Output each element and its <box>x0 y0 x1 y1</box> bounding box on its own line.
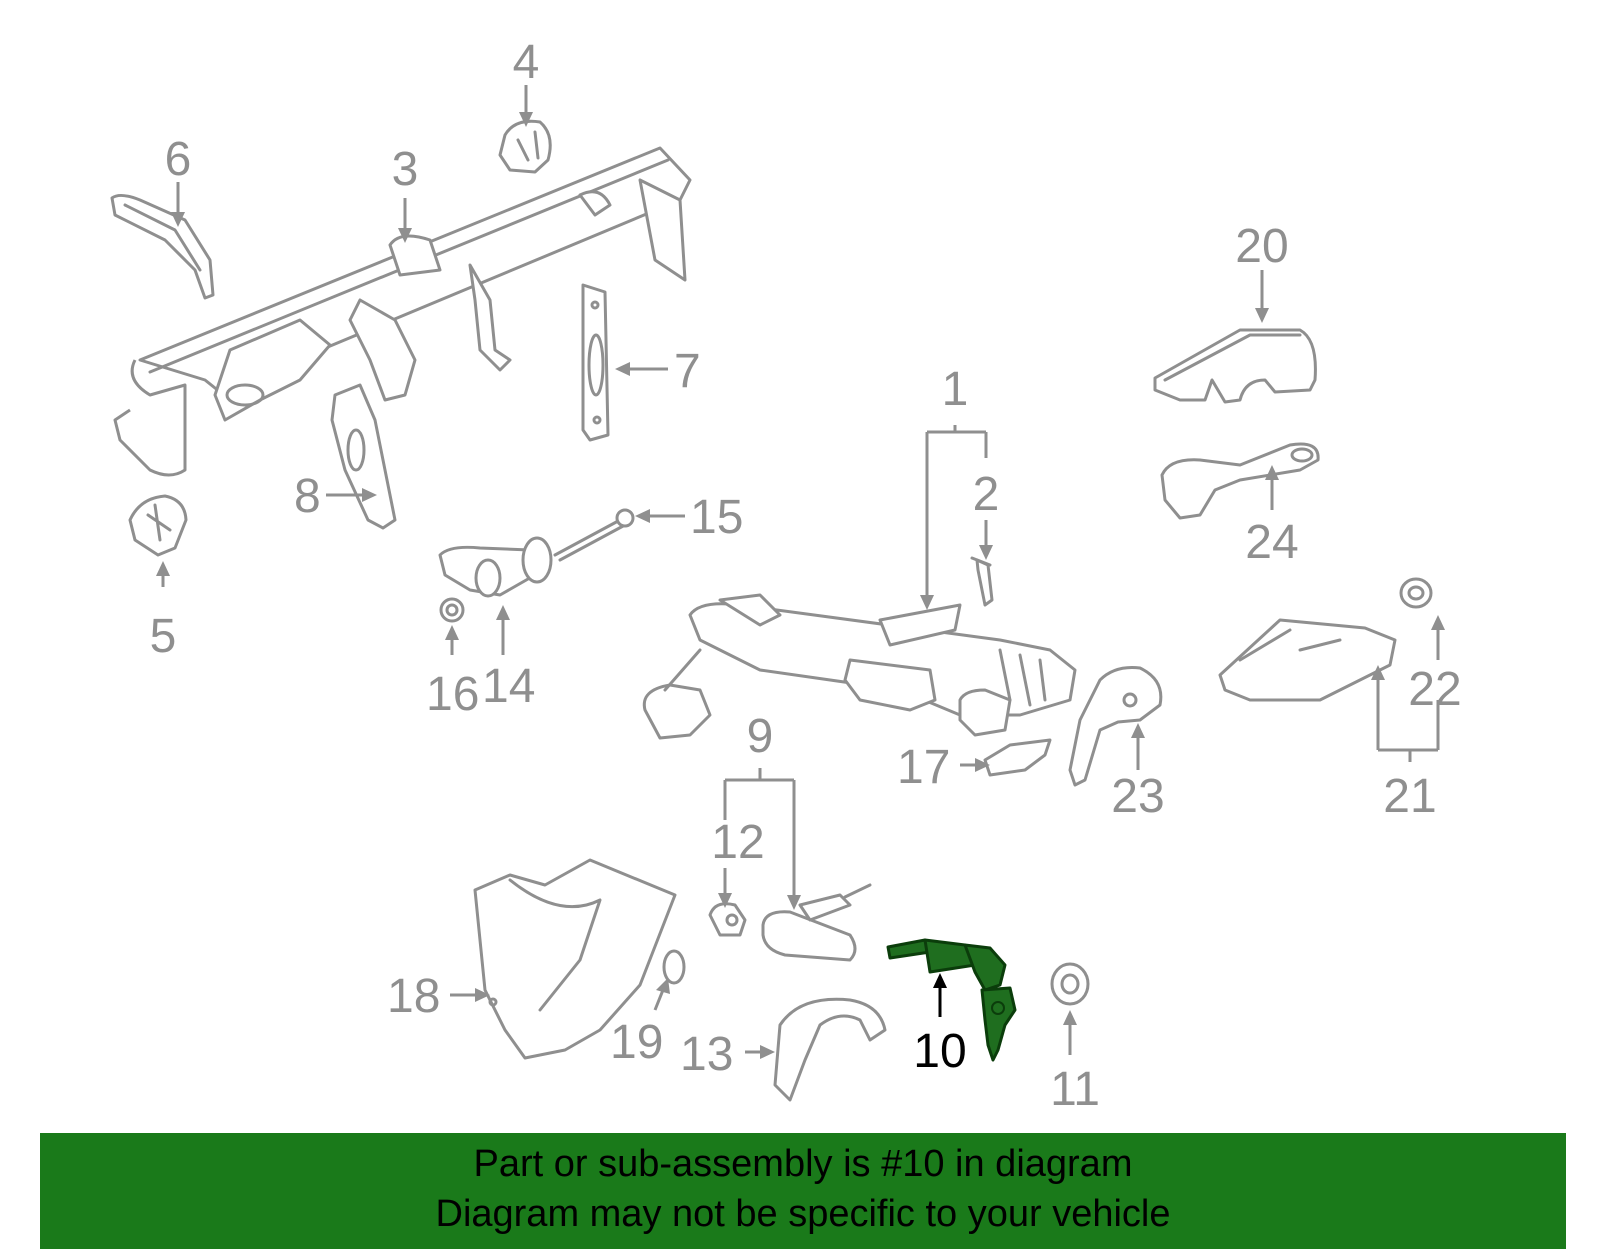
part-4-bracket <box>498 119 552 174</box>
callout-4: 4 <box>513 36 540 89</box>
part-20-cover <box>1153 328 1317 404</box>
callout-23: 23 <box>1111 770 1164 823</box>
callout-11: 11 <box>1050 1063 1100 1116</box>
callout-19: 19 <box>610 1016 663 1069</box>
part-18-knee-bolster <box>473 858 677 1060</box>
callout-13: 13 <box>680 1028 733 1081</box>
callout-1: 1 <box>942 363 969 416</box>
part-5-bracket <box>128 494 188 557</box>
callout-16: 16 <box>426 668 479 721</box>
callout-7: 7 <box>674 345 701 398</box>
part-23-switch <box>1068 666 1163 787</box>
part-14-bracket <box>438 536 553 598</box>
callout-20: 20 <box>1235 220 1288 273</box>
callout-22: 22 <box>1408 663 1461 716</box>
part-15-bolt <box>553 508 635 562</box>
part-1-steering-column <box>642 593 1077 740</box>
part-7-reinforcement <box>581 283 610 442</box>
part-12-bushing <box>708 902 747 937</box>
callout-9: 9 <box>747 710 774 763</box>
callout-5: 5 <box>150 610 177 663</box>
callout-24: 24 <box>1245 516 1298 569</box>
part-2-screw <box>970 556 994 607</box>
part-6-bracket <box>110 193 215 300</box>
callout-labels: 1 2 3 4 5 6 7 8 9 10 11 12 13 14 15 16 1… <box>150 36 1462 1116</box>
callout-17: 17 <box>897 741 950 794</box>
part-21-lower-cover <box>1218 618 1397 702</box>
info-banner: Part or sub-assembly is #10 in diagram D… <box>40 1133 1566 1249</box>
part-16-nut <box>439 597 465 623</box>
part-17-cover <box>983 738 1052 777</box>
callout-3: 3 <box>392 143 419 196</box>
part-11-washer <box>1050 962 1090 1006</box>
part-13-shroud <box>773 997 887 1102</box>
banner-line-1: Part or sub-assembly is #10 in diagram <box>473 1143 1133 1185</box>
part-10-lock-cylinder[interactable] <box>886 938 1017 1062</box>
callout-6: 6 <box>165 133 192 186</box>
callout-10[interactable]: 10 <box>913 1025 966 1078</box>
callout-15: 15 <box>690 491 743 544</box>
part-24-switch <box>1160 442 1320 520</box>
callout-8: 8 <box>294 470 321 523</box>
callout-14: 14 <box>482 660 535 713</box>
callout-2: 2 <box>973 468 1000 521</box>
callout-leaders <box>156 85 1445 1059</box>
callout-21: 21 <box>1383 770 1436 823</box>
part-8-brace <box>330 383 397 530</box>
callout-12: 12 <box>711 816 764 869</box>
part-22-washer <box>1399 577 1433 609</box>
part-9-lock-housing <box>761 883 872 962</box>
part-19-grommet <box>662 949 686 985</box>
callout-18: 18 <box>387 970 440 1023</box>
banner-line-2: Diagram may not be specific to your vehi… <box>435 1193 1171 1235</box>
part-3-cross-car-beam <box>113 146 692 477</box>
